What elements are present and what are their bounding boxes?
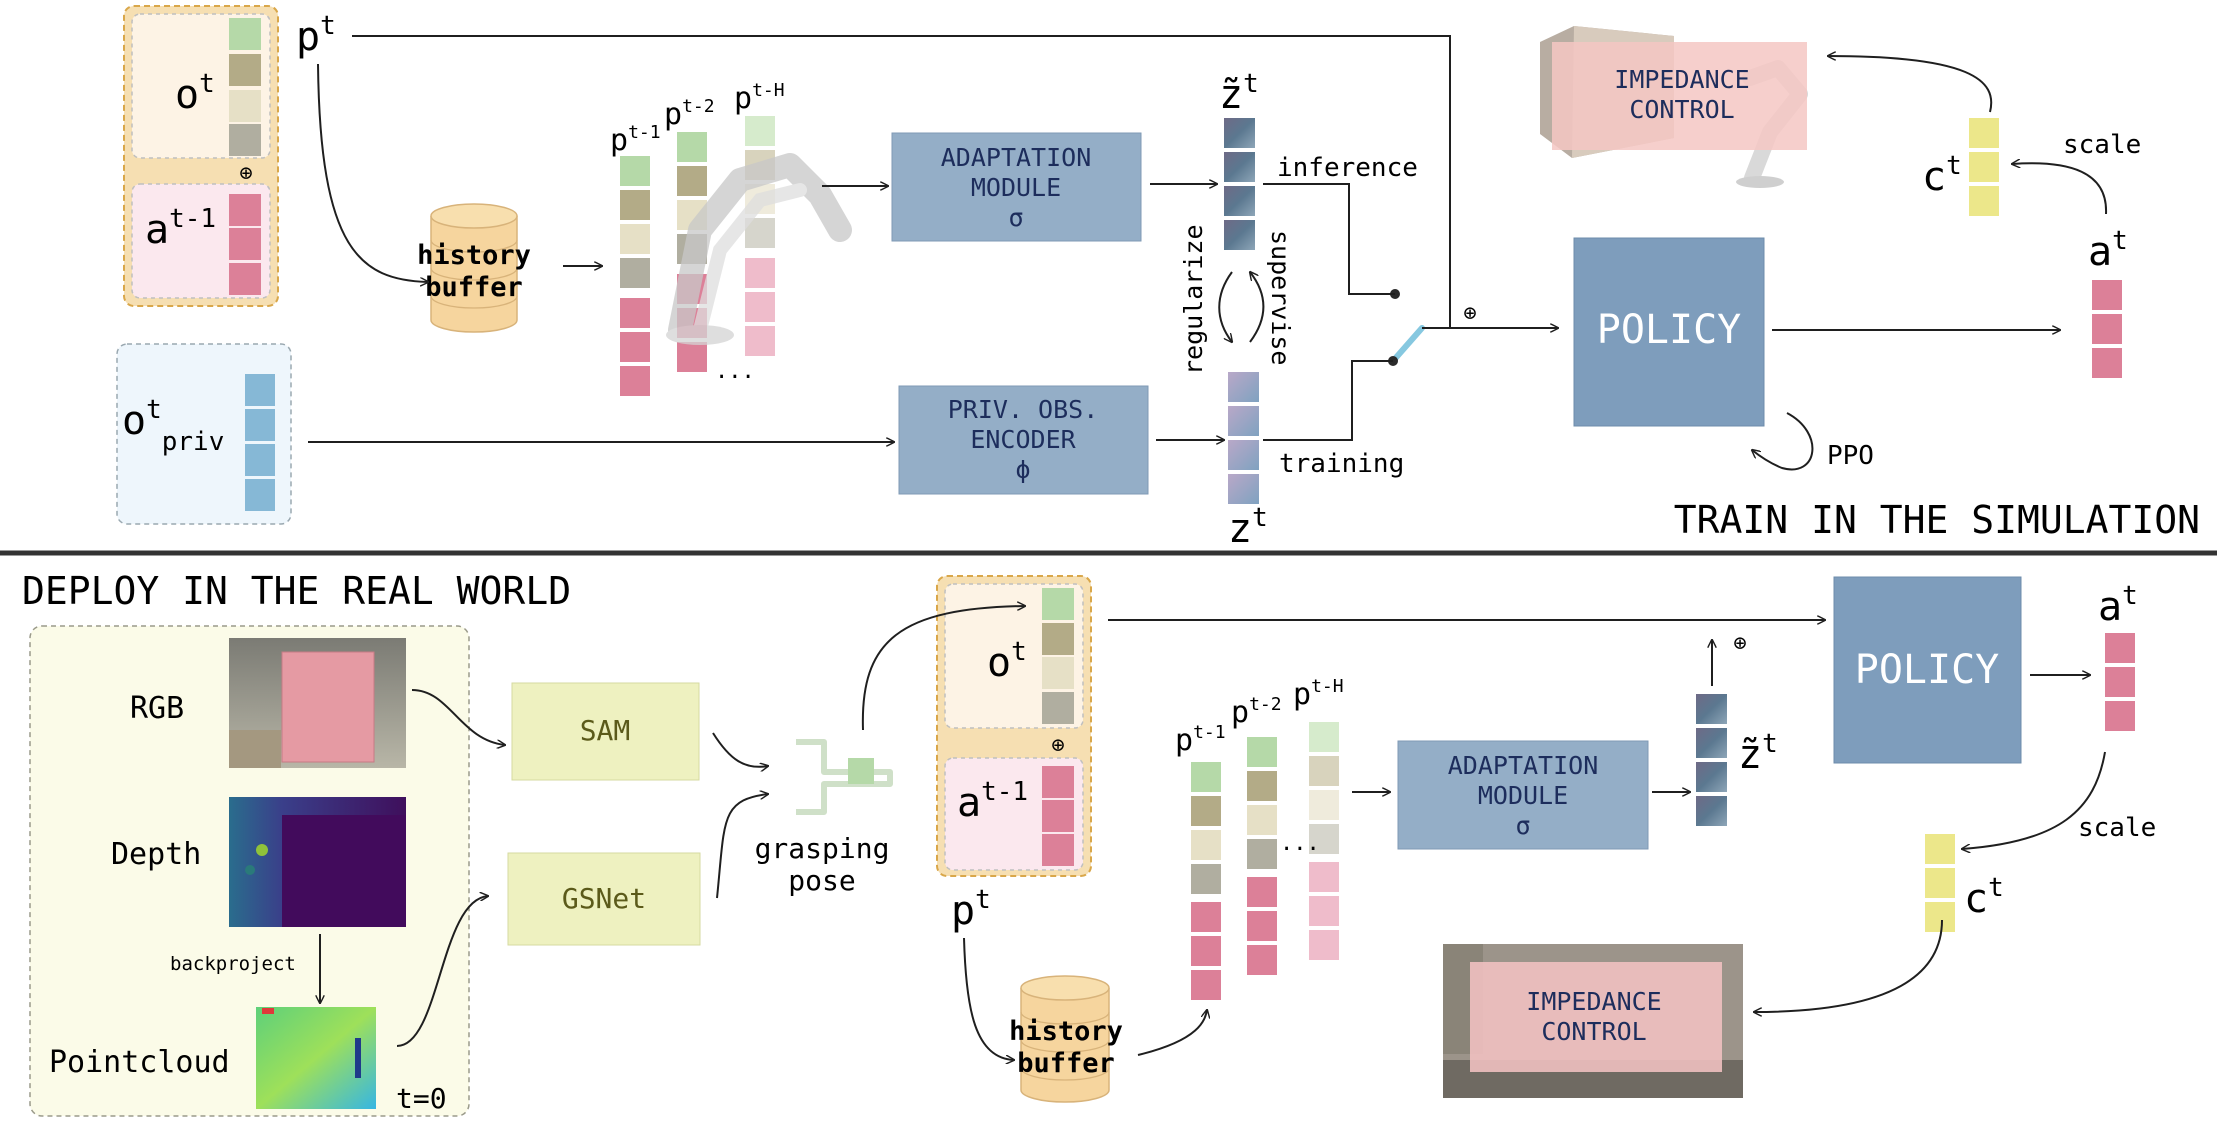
- real-connectors: [320, 606, 2106, 1060]
- sim-c-label: ct: [1922, 151, 1962, 200]
- sim-observation-box: [123, 5, 279, 307]
- sim-hist-col2-label: pt-2: [664, 96, 715, 132]
- sim-switch: [1388, 289, 1425, 366]
- real-prev-action-label: at-1: [957, 777, 1028, 826]
- real-impedance-scene: [1443, 944, 1743, 1098]
- sim-concat-symbol-2: ⊕: [1463, 301, 1476, 326]
- real-z-tilde-label: z̃t: [1738, 729, 1778, 778]
- sim-proprio-label: pt: [296, 11, 336, 60]
- sim-priv-encoder-label-3: ϕ: [1015, 455, 1030, 484]
- sim-impedance-scene: [1540, 26, 1808, 188]
- real-adaptation-module-label-3: σ: [1515, 811, 1530, 840]
- sim-history-buffer-label-2: buffer: [425, 272, 523, 303]
- sim-supervise-arrow: [1250, 272, 1265, 343]
- sim-history-buffer-cylinder: [430, 203, 518, 333]
- sim-section-title: TRAIN IN THE SIMULATION: [1674, 498, 2200, 542]
- sim-ppo-label: PPO: [1827, 441, 1874, 471]
- real-pointcloud-image: [256, 1007, 376, 1109]
- sim-priv-obs-box: [116, 343, 292, 525]
- real-grasping-pose-label-1: grasping: [755, 832, 890, 865]
- sim-action-label: at: [2088, 226, 2128, 275]
- real-sam-label: SAM: [580, 714, 631, 747]
- real-hist-col1-label: pt-1: [1175, 722, 1226, 758]
- real-gripper-icon: [796, 739, 893, 815]
- real-policy-label: POLICY: [1855, 647, 2000, 693]
- real-policy-box: [1833, 576, 2022, 764]
- real-adaptation-module-label-2: MODULE: [1478, 781, 1568, 810]
- real-section-title: DEPLOY IN THE REAL WORLD: [22, 569, 571, 613]
- sim-regularize-arrow: [1218, 271, 1232, 342]
- real-adaptation-module-label-1: ADAPTATION: [1448, 751, 1599, 780]
- sim-training-label: training: [1279, 449, 1404, 479]
- sim-obs-label: ot: [175, 69, 215, 118]
- real-obs-label: ot: [987, 637, 1027, 686]
- sim-hist-col1-label: pt-1: [610, 122, 661, 158]
- sim-inference-label: inference: [1277, 153, 1418, 183]
- real-backproject-label: backproject: [170, 953, 296, 975]
- real-history-buffer-label-1: history: [1009, 1016, 1123, 1047]
- sim-connectors: [308, 35, 2108, 442]
- sim-impedance-label-2: CONTROL: [1629, 95, 1734, 124]
- sim-robot-arm-ghost: [666, 153, 852, 345]
- real-rgb-image: [229, 638, 406, 768]
- sim-priv-encoder-label-1: PRIV. OBS.: [948, 395, 1099, 424]
- sim-z-tilde-label: z̃t: [1219, 69, 1259, 118]
- real-gsnet-box: [507, 852, 701, 946]
- sim-hist-ellipsis: ...: [715, 359, 755, 384]
- real-hist-col3-label: pt-H: [1293, 676, 1344, 712]
- real-history-buffer-cylinder: [1020, 975, 1110, 1103]
- real-proprio-label: pt: [951, 885, 991, 934]
- real-history-columns: [1191, 722, 1339, 1000]
- sim-c-output: [1969, 118, 1999, 216]
- real-history-buffer-label-2: buffer: [1017, 1048, 1115, 1079]
- real-z-tilde-latent: [1696, 694, 1727, 826]
- real-depth-image: [229, 797, 406, 927]
- sim-concat-symbol-1: ⊕: [239, 161, 252, 186]
- real-concat-symbol-1: ⊕: [1051, 733, 1064, 758]
- real-grasping-pose-label-2: pose: [788, 864, 855, 897]
- sim-z-latent: [1228, 372, 1259, 504]
- sim-adaptation-module-label-3: σ: [1008, 203, 1023, 232]
- sim-impedance-label-1: IMPEDANCE: [1614, 65, 1749, 94]
- sim-scale-label: scale: [2063, 130, 2141, 160]
- real-adaptation-module-box: [1397, 740, 1649, 850]
- sim-priv-encoder-label-2: ENCODER: [970, 425, 1076, 454]
- real-c-output: [1925, 834, 1955, 932]
- sim-priv-encoder-box: [898, 385, 1149, 495]
- sim-regularize-label: regularize: [1179, 224, 1208, 375]
- sim-adaptation-module-box: [891, 132, 1142, 242]
- sim-z-label: zt: [1228, 503, 1268, 552]
- real-c-label: ct: [1964, 873, 2004, 922]
- real-sam-box: [511, 682, 700, 781]
- sim-supervise-label: supervise: [1266, 230, 1295, 365]
- real-hist-ellipsis: ...: [1280, 831, 1320, 856]
- real-impedance-label-1: IMPEDANCE: [1526, 987, 1661, 1016]
- sim-prev-action-label: at-1: [145, 204, 216, 253]
- sim-ppo-arrow: [1752, 412, 1814, 471]
- real-impedance-label-2: CONTROL: [1541, 1017, 1646, 1046]
- sim-history-buffer-label-1: history: [417, 240, 531, 271]
- real-rgb-label: RGB: [130, 691, 184, 726]
- real-observation-box: [936, 575, 1092, 877]
- real-action-output: [2105, 633, 2135, 731]
- sim-adaptation-module-label-2: MODULE: [971, 173, 1061, 202]
- real-scale-label: scale: [2078, 813, 2156, 843]
- real-concat-symbol-2: ⊕: [1733, 631, 1746, 656]
- real-action-label: at: [2098, 581, 2138, 630]
- sim-policy-box: [1573, 237, 1765, 427]
- real-hist-col2-label: pt-2: [1231, 694, 1282, 730]
- sim-z-tilde-latent: [1224, 118, 1255, 250]
- sim-adaptation-module-label-1: ADAPTATION: [941, 143, 1092, 172]
- real-t0-label: t=0: [396, 1082, 447, 1115]
- sim-priv-obs-label: otpriv: [122, 395, 224, 457]
- sim-action-output: [2092, 280, 2122, 378]
- real-gsnet-label: GSNet: [562, 882, 646, 915]
- real-depth-label: Depth: [111, 837, 201, 872]
- real-pointcloud-label: Pointcloud: [49, 1045, 230, 1080]
- sim-hist-col3-label: pt-H: [734, 80, 785, 116]
- sim-policy-label: POLICY: [1597, 307, 1742, 353]
